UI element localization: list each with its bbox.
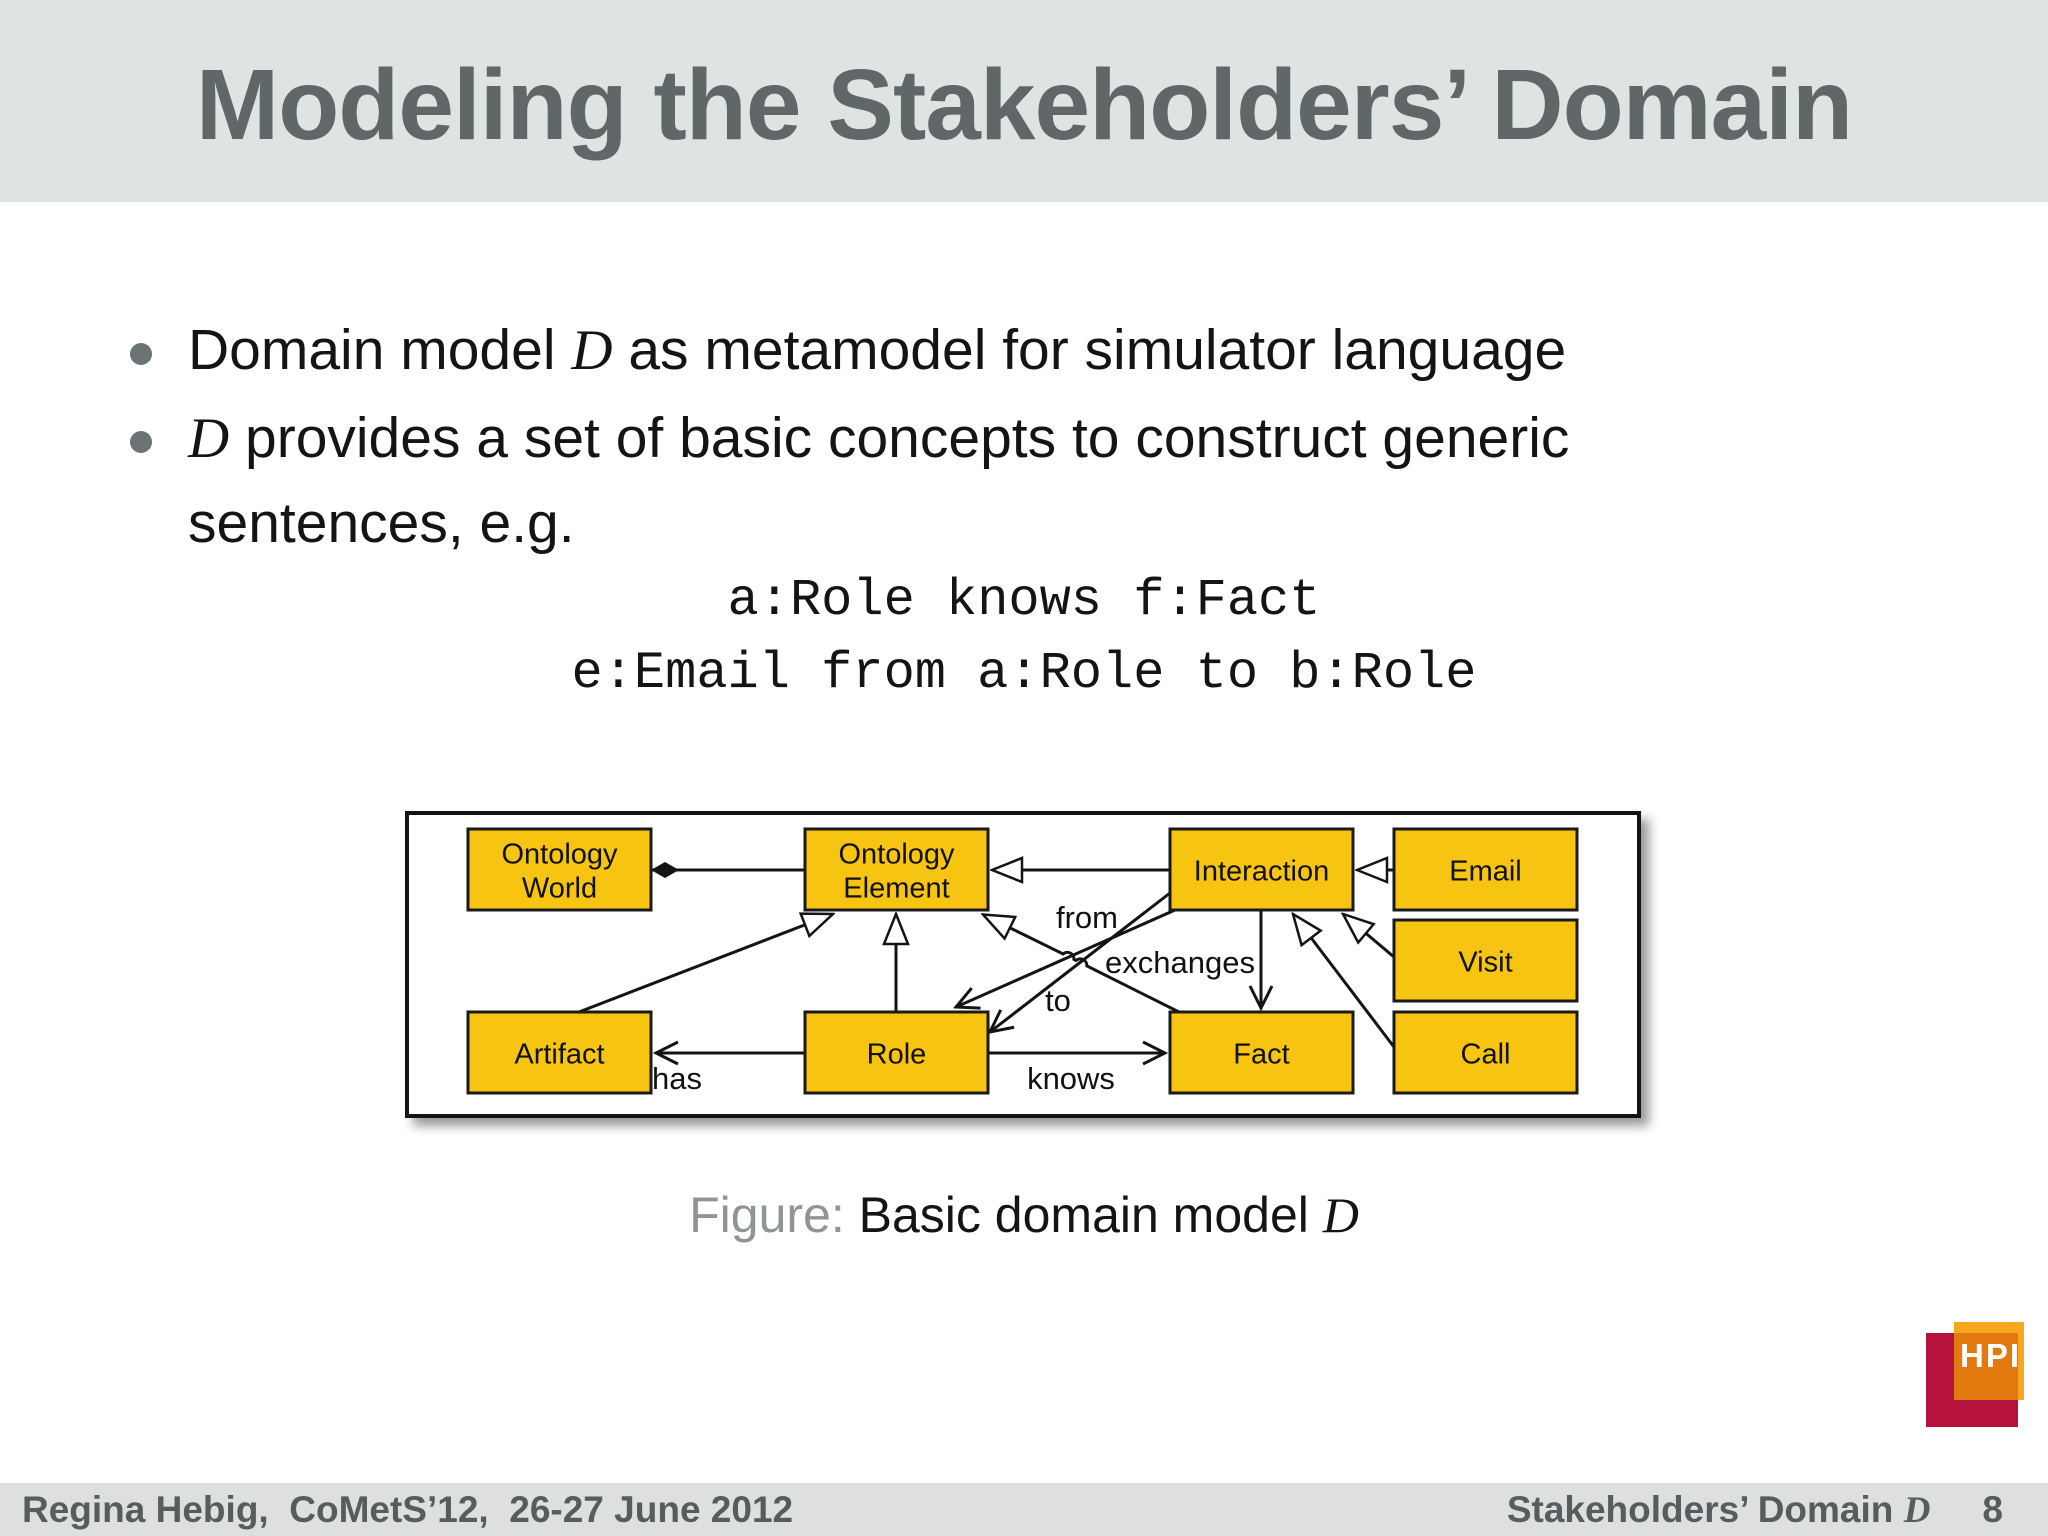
- script-d-glyph: D: [1903, 1490, 1931, 1531]
- bullet-1-post: as metamodel for simulator language: [612, 318, 1567, 382]
- node-visit-label: Visit: [1458, 947, 1512, 979]
- node-call: [1392, 1010, 1579, 1095]
- node-artifact-label: Artifact: [514, 1039, 604, 1071]
- node-artifact: [466, 1010, 653, 1095]
- script-d-glyph: D: [1322, 1187, 1359, 1243]
- hpi-logo: HPI: [1926, 1322, 2026, 1432]
- bullet-1-text: Domain model D as metamodel for simulato…: [188, 308, 1566, 393]
- figure-caption: Figure: Basic domain model D: [0, 1186, 2048, 1244]
- edge-label-to: to: [1045, 983, 1071, 1018]
- edge-label-has: has: [652, 1061, 702, 1096]
- page-number: 8: [1982, 1489, 2003, 1530]
- slide-title: Modeling the Stakeholders’ Domain: [195, 49, 1853, 161]
- node-ontology-world-label: World: [522, 873, 597, 905]
- edge-label-from: from: [1056, 900, 1118, 935]
- node-call-label: Call: [1461, 1039, 1511, 1071]
- figure-caption-text: Basic domain model: [844, 1187, 1323, 1243]
- code-line-1: a:Role knows f:Fact: [727, 571, 1321, 630]
- node-ontology-element-label: Ontology: [838, 839, 955, 871]
- bullet-item-2: D provides a set of basic concepts to co…: [130, 396, 1930, 565]
- edge-gen-call-interaction: [1293, 914, 1396, 1048]
- code-line-2: e:Email from a:Role to b:Role: [571, 644, 1477, 703]
- bullet-2-line-2-text: sentences, e.g.: [188, 491, 575, 555]
- footer-author-date: Regina Hebig, CoMetS’12, 26-27 June 2012: [22, 1489, 794, 1530]
- node-fact-label: Fact: [1233, 1039, 1289, 1071]
- bullet-2-text: D provides a set of basic concepts to co…: [188, 396, 1569, 565]
- node-ontology-element: [803, 827, 990, 912]
- node-email-label: Email: [1449, 856, 1522, 888]
- header-band: Modeling the Stakeholders’ Domain: [0, 0, 2048, 202]
- script-d-glyph: D: [188, 407, 230, 470]
- edge-label-knows: knows: [1027, 1061, 1115, 1096]
- node-fact: [1168, 1010, 1355, 1095]
- figure-caption-label: Figure:: [689, 1187, 845, 1243]
- bullet-2-line-1: D provides a set of basic concepts to co…: [188, 396, 1569, 481]
- edge-assoc-from: [956, 908, 1176, 1007]
- bullet-2-line-1-text: provides a set of basic concepts to cons…: [229, 406, 1570, 470]
- bullet-item-1: Domain model D as metamodel for simulato…: [130, 308, 1930, 393]
- bullet-dot: [130, 431, 152, 453]
- node-interaction: [1168, 827, 1355, 912]
- bullet-list: Domain model D as metamodel for simulato…: [130, 308, 1930, 565]
- node-role: [803, 1010, 990, 1095]
- node-visit: [1392, 918, 1579, 1003]
- bullet-2-line-2: sentences, e.g.: [188, 481, 1569, 565]
- node-email: [1392, 827, 1579, 912]
- node-interaction-label: Interaction: [1194, 856, 1329, 888]
- edge-gen-artifact-element: [578, 914, 833, 1014]
- hpi-logo-overlap-square: [1954, 1333, 2018, 1400]
- footer-section: Stakeholders’ Domain D 8: [1507, 1489, 2003, 1532]
- hpi-logo-text: HPI: [1960, 1337, 2022, 1374]
- node-ontology-element-label: Element: [843, 873, 949, 905]
- edge-gen-fact-element: [983, 915, 1180, 1014]
- edge-gen-visit-interaction: [1343, 914, 1395, 959]
- footer-section-title: Stakeholders’ Domain: [1506, 1489, 1904, 1530]
- node-ontology-world-label: Ontology: [501, 839, 618, 871]
- node-ontology-world: [466, 827, 653, 912]
- node-role-label: Role: [867, 1039, 927, 1071]
- code-example: a:Role knows f:Fact e:Email from a:Role …: [0, 564, 2048, 710]
- bullet-1-pre: Domain model: [188, 318, 572, 382]
- script-d-glyph: D: [571, 319, 613, 382]
- edge-label-exchanges: exchanges: [1105, 945, 1255, 980]
- edge-assoc-to: [990, 891, 1171, 1032]
- bullet-dot: [130, 343, 152, 365]
- footer-band: Regina Hebig, CoMetS’12, 26-27 June 2012…: [0, 1483, 2048, 1536]
